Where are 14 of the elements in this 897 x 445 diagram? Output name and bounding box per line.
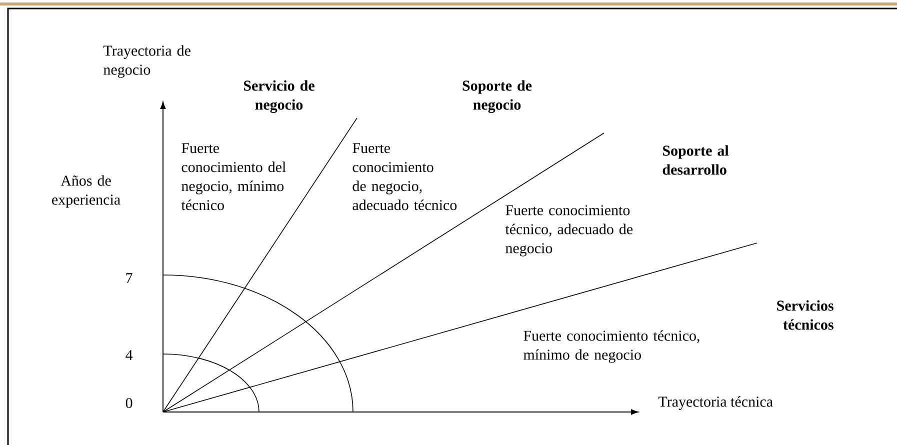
region-heading: Soporte al desarrollo: [662, 145, 729, 175]
region-description: Fuerte conocimiento técnico, mínimo de negocio: [524, 330, 700, 363]
tick-label: 7: [126, 273, 132, 283]
region-heading: Servicio de negocio: [244, 80, 314, 113]
tick-label: 0: [126, 398, 132, 408]
axis-label: Trayectoria técnica: [658, 396, 773, 410]
axis-label: Años de experiencia: [52, 175, 120, 208]
axis-label: Trayectoria de negocio: [103, 45, 190, 78]
region-heading: Servicios técnicos: [777, 300, 834, 330]
tick-label: 4: [126, 350, 133, 360]
region-description: Fuerte conocimiento del negocio, mínimo técnico: [181, 143, 286, 210]
region-description: Fuerte conocimiento técnico, adecuado de negocio: [505, 205, 633, 256]
region-description: Fuerte conocimiento de negocio, adecuado técnico: [352, 143, 457, 210]
region-heading: Soporte de negocio: [462, 80, 532, 113]
